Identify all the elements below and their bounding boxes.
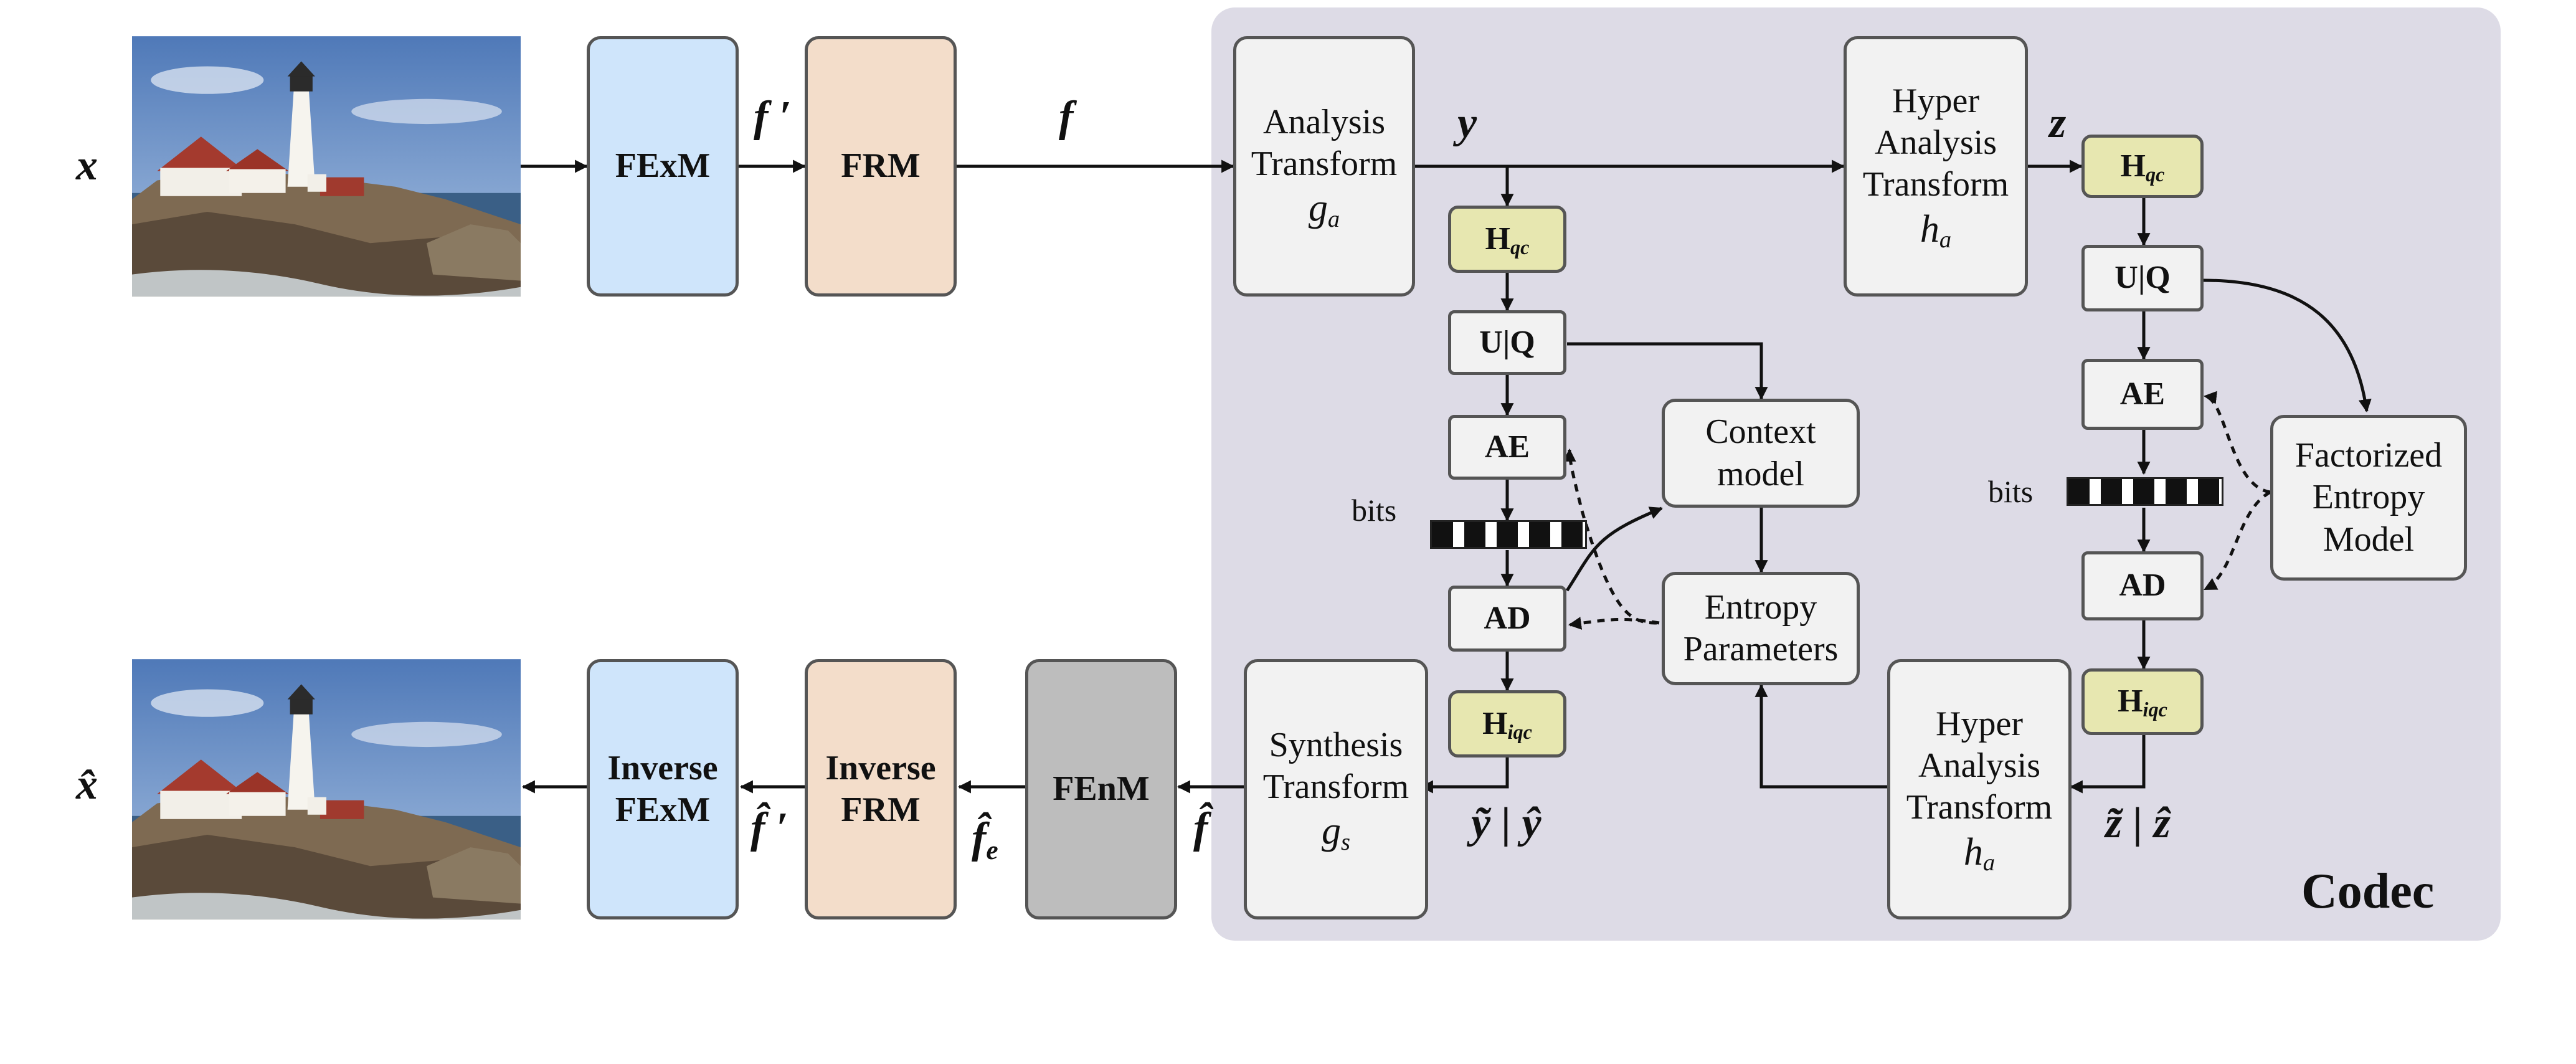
bitstream-strip-right (2067, 477, 2223, 506)
ae-block-right: AE (2081, 359, 2204, 430)
frm-block: FRM (805, 36, 957, 297)
ad-block-left: AD (1448, 586, 1566, 652)
hqc-block-right: Hqc (2081, 135, 2204, 198)
ad-left-label: AD (1484, 600, 1531, 636)
synthesis-line1: Synthesis (1269, 725, 1403, 764)
hyper-synthesis-symbol: ha (1963, 830, 1996, 876)
label-bits-left: bits (1352, 493, 1397, 528)
analysis-line1: Analysis (1263, 102, 1385, 141)
hyper-analysis-line2: Analysis (1875, 123, 1997, 163)
label-bits-right: bits (1988, 474, 2034, 509)
hqc-right-label: Hqc (2120, 148, 2165, 186)
inverse-frm-block: Inverse FRM (805, 659, 957, 919)
label-x-hat: x̂ (76, 761, 98, 809)
label-x: x (76, 141, 98, 189)
inverse-frm-line2: FRM (841, 791, 921, 829)
fenm-block: FEnM (1025, 659, 1177, 919)
label-f-prime: f ′ (754, 93, 792, 141)
hiqc-block-left: Hiqc (1448, 690, 1566, 758)
output-image (132, 659, 521, 919)
frm-label: FRM (841, 146, 921, 186)
hyper-synthesis-line3: Transform (1906, 788, 2053, 827)
hqc-block-left: Hqc (1448, 206, 1566, 273)
entropy-line1: Entropy (1704, 587, 1817, 627)
synthesis-symbol: gs (1322, 809, 1350, 855)
hiqc-block-right: Hiqc (2081, 668, 2204, 735)
fenm-label: FEnM (1053, 769, 1150, 809)
label-y-tilde-hat: ỹ | ŷ (1471, 799, 1541, 847)
hiqc-right-label: Hiqc (2118, 683, 2167, 721)
factorized-line2: Entropy (2312, 478, 2425, 517)
entropy-parameters-block: Entropy Parameters (1662, 572, 1860, 685)
connectors (521, 159, 2372, 794)
bitstream-strip-left (1430, 520, 1587, 549)
inverse-fexm-line2: FExM (615, 791, 711, 829)
label-f: f (1059, 93, 1074, 141)
context-line2: model (1717, 454, 1804, 493)
label-z: z (2049, 99, 2067, 147)
uq-left-label: U|Q (1479, 324, 1535, 360)
label-f-hat: f̂ (1193, 804, 1208, 852)
ae-left-label: AE (1484, 429, 1530, 465)
factorized-line3: Model (2323, 520, 2415, 559)
hyper-synthesis-line2: Analysis (1918, 746, 2040, 786)
hiqc-left-label: Hiqc (1482, 705, 1532, 743)
factorized-line1: Factorized (2294, 436, 2443, 475)
context-line1: Context (1705, 412, 1816, 452)
label-f-hat-e: f̂e (972, 814, 998, 865)
input-image (132, 36, 521, 297)
synthesis-transform-block: Synthesis Transform gs (1244, 659, 1428, 919)
hyper-synthesis-line1: Hyper (1936, 705, 2023, 744)
codec-title: Codec (2301, 864, 2435, 919)
entropy-line2: Parameters (1683, 630, 1839, 668)
hyper-analysis-line1: Hyper (1892, 82, 1979, 121)
hyper-analysis-transform-block: Hyper Analysis Transform ha (1844, 36, 2028, 297)
ae-block-left: AE (1448, 415, 1566, 480)
uq-block-left: U|Q (1448, 310, 1566, 375)
fexm-block: FExM (587, 36, 739, 297)
ae-right-label: AE (2119, 376, 2166, 412)
uq-right-label: U|Q (2114, 260, 2171, 296)
synthesis-line2: Transform (1262, 767, 1409, 806)
factorized-entropy-model-block: Factorized Entropy Model (2270, 415, 2467, 581)
analysis-transform-block: Analysis Transform ga (1233, 36, 1415, 297)
inverse-frm-line1: Inverse (825, 748, 936, 787)
analysis-line2: Transform (1251, 144, 1398, 183)
context-model-block: Context model (1662, 399, 1860, 508)
label-f-hat-prime: f̂ ′ (751, 804, 788, 852)
label-z-tilde-hat: z̃ | ẑ (2105, 799, 2171, 847)
uq-block-right: U|Q (2081, 245, 2204, 311)
ad-block-right: AD (2081, 551, 2204, 620)
hyper-analysis-line3: Transform (1862, 165, 2009, 204)
dashed-connectors (1563, 391, 2271, 630)
hyper-analysis-symbol: ha (1920, 207, 1952, 254)
inverse-fexm-line1: Inverse (607, 748, 718, 787)
hyper-synthesis-transform-block: Hyper Analysis Transform ha (1887, 659, 2072, 919)
ad-right-label: AD (2119, 568, 2166, 604)
fexm-label: FExM (615, 146, 711, 186)
hqc-left-label: Hqc (1485, 221, 1530, 259)
inverse-fexm-block: Inverse FExM (587, 659, 739, 919)
label-y: y (1457, 99, 1477, 147)
analysis-symbol: ga (1308, 186, 1340, 232)
